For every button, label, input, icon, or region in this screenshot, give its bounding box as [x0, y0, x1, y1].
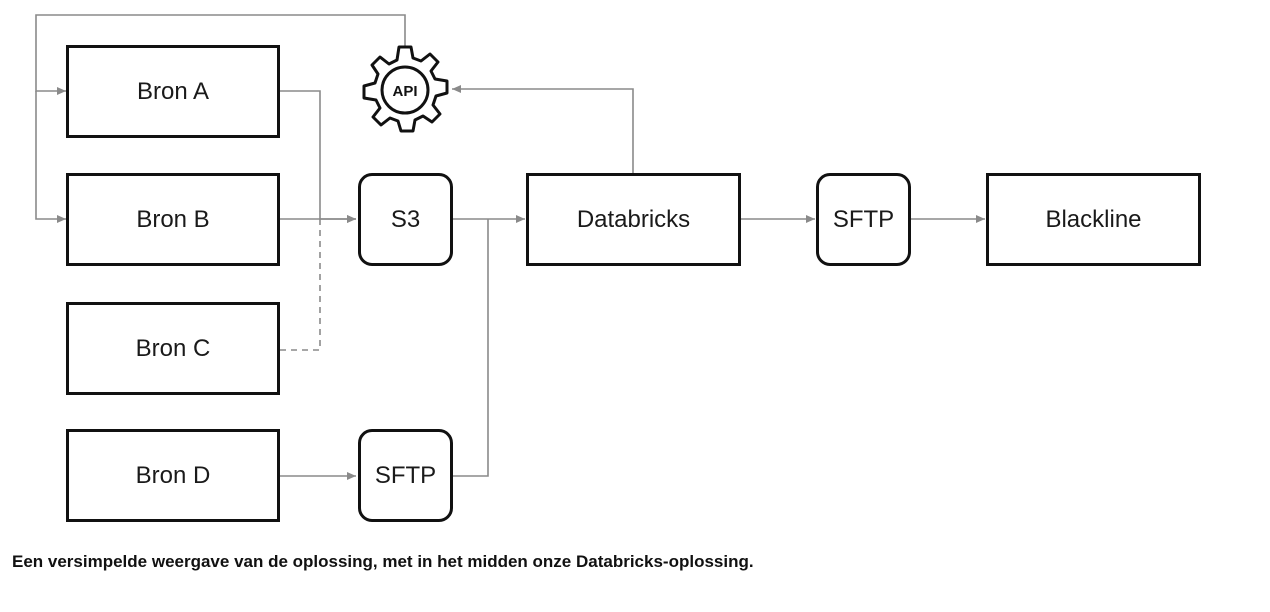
api-to-bron-b-connector: [35, 91, 66, 223]
api-gear-icon: API: [362, 45, 449, 133]
node-blackline-label: Blackline: [1045, 205, 1142, 233]
node-bron-b-label: Bron B: [136, 205, 210, 233]
node-bron-a-label: Bron A: [136, 77, 210, 105]
node-bron-d: Bron D: [66, 429, 280, 522]
node-blackline: Blackline: [986, 173, 1201, 266]
node-sftp-bron-d: SFTP: [358, 429, 453, 522]
node-s3: S3: [358, 173, 453, 266]
bron-a-to-s3-connector: [280, 90, 356, 223]
node-bron-c: Bron C: [66, 302, 280, 395]
databricks-to-api-connector: [452, 85, 634, 175]
api-to-bron-a-connector: [35, 14, 406, 95]
node-databricks: Databricks: [526, 173, 741, 266]
api-label: API: [392, 83, 417, 100]
node-bron-a: Bron A: [66, 45, 280, 138]
node-bron-c-label: Bron C: [135, 334, 211, 362]
node-bron-d-label: Bron D: [135, 461, 211, 489]
node-sftp-out-label: SFTP: [832, 205, 895, 233]
sftp-to-databricks-connector: [452, 219, 489, 477]
node-sftp-out: SFTP: [816, 173, 911, 266]
diagram-caption: Een versimpelde weergave van de oplossin…: [12, 552, 754, 571]
node-databricks-label: Databricks: [576, 205, 691, 233]
node-bron-b: Bron B: [66, 173, 280, 266]
node-s3-label: S3: [390, 205, 421, 233]
node-sftp-bron-d-label: SFTP: [374, 461, 437, 489]
flow-connectors: API: [35, 14, 985, 480]
bron-c-to-s3-connector: [280, 219, 321, 351]
